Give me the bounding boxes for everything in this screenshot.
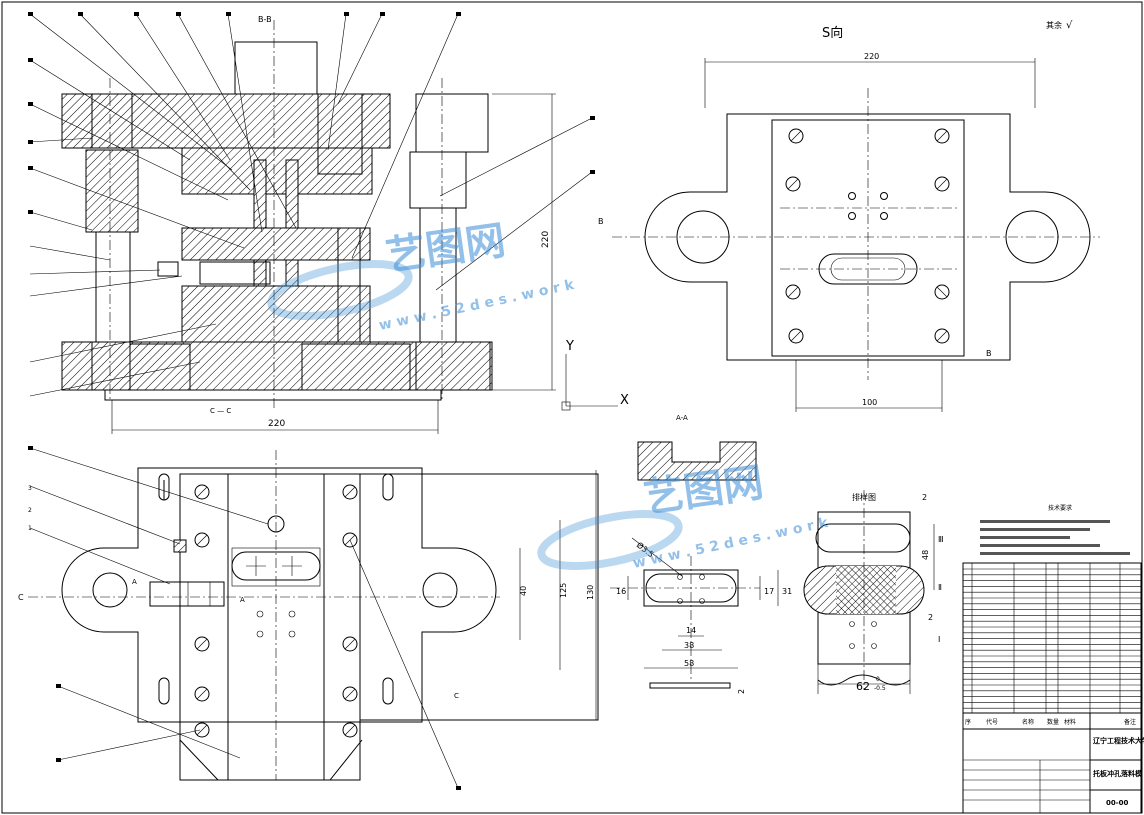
section-cc-label: C — C xyxy=(210,407,231,415)
front-section-view: 220 220 B-B C — C xyxy=(28,12,629,434)
section-mark-b-right: B xyxy=(986,349,992,358)
drawing-name: 托板冲孔落料模 xyxy=(1093,769,1143,778)
tech-requirements: 技术要求 xyxy=(980,504,1130,555)
section-mark-b-left: B xyxy=(598,217,604,226)
part-thick-dim: 2 xyxy=(737,689,746,694)
part-58-dim: 58 xyxy=(684,659,694,668)
drawing-number: 00-00 xyxy=(1106,799,1129,807)
axis-y-label: Y xyxy=(565,339,574,354)
bom-table xyxy=(962,562,1142,714)
section-mark-c: C xyxy=(18,593,24,602)
title-block: 序 代号 名称 数量 材料 备注 辽宁工程技术大学 托板冲孔落料模 00-00 xyxy=(962,712,1144,814)
layout-tol-up: 0 xyxy=(876,676,880,683)
strip-layout: 排样图 48 2 2 Ⅲ Ⅱ Ⅰ 62 0 -0.5 xyxy=(803,490,944,694)
strip-marker-1: Ⅲ xyxy=(938,535,944,544)
part-14-dim: 14 xyxy=(686,626,696,635)
tech-title: 技术要求 xyxy=(1048,504,1072,512)
col-no: 序 xyxy=(965,718,971,726)
strip-marker-3: Ⅰ xyxy=(938,635,940,644)
col-material: 材料 xyxy=(1064,718,1076,726)
col-code: 代号 xyxy=(986,718,998,726)
plan-130-dim: 130 xyxy=(586,585,595,600)
layout-62-dim: 62 xyxy=(856,680,870,693)
section-aa-view: A-A xyxy=(637,414,757,481)
university-name: 辽宁工程技术大学 xyxy=(1093,736,1144,745)
section-aa-label: A-A xyxy=(676,414,688,422)
s-view: S向 其余 √ 220 xyxy=(598,20,1100,412)
section-mark-a2: A xyxy=(240,596,245,604)
s-view-title: S向 xyxy=(822,25,843,41)
s-width-top-dim: 220 xyxy=(864,52,879,61)
balloon-3: 3 xyxy=(28,485,32,492)
layout-2a-dim: 2 xyxy=(922,493,927,502)
balloon-2: 2 xyxy=(28,507,32,514)
roughness-note: 其余 xyxy=(1046,20,1062,30)
section-mark-c2: C xyxy=(454,692,459,700)
balloon-1: 1 xyxy=(28,525,32,532)
part-38-dim: 38 xyxy=(684,641,694,650)
part-17-dim: 17 xyxy=(764,587,774,596)
watermark-brand-top: 艺图网 xyxy=(383,218,508,280)
col-remark: 备注 xyxy=(1124,718,1136,726)
roughness-symbol: √ xyxy=(1066,20,1073,31)
front-height-dim: 220 xyxy=(541,231,551,248)
s-width-bottom-dim: 100 xyxy=(862,398,877,407)
part-31-dim: 31 xyxy=(782,587,792,596)
front-width-dim: 220 xyxy=(268,419,285,429)
watermark: 艺图网 w w w . 5 2 d e s . w o r k 艺图网 w w … xyxy=(267,218,830,572)
col-qty: 数量 xyxy=(1047,718,1059,726)
section-bb-label: B-B xyxy=(258,15,272,24)
plan-40-dim: 40 xyxy=(519,586,528,596)
plan-view: 40 125 130 C C A A 3 2 1 xyxy=(18,446,599,790)
layout-2b-dim: 2 xyxy=(928,613,933,622)
layout-tol-low: -0.5 xyxy=(874,685,886,692)
part-16-dim: 16 xyxy=(616,587,626,596)
section-mark-a: A xyxy=(132,578,137,586)
strip-marker-2: Ⅱ xyxy=(938,583,942,592)
plan-125-dim: 125 xyxy=(559,583,568,598)
col-name: 名称 xyxy=(1022,718,1034,726)
layout-48-dim: 48 xyxy=(921,550,930,560)
axis-x-label: X xyxy=(620,393,629,408)
